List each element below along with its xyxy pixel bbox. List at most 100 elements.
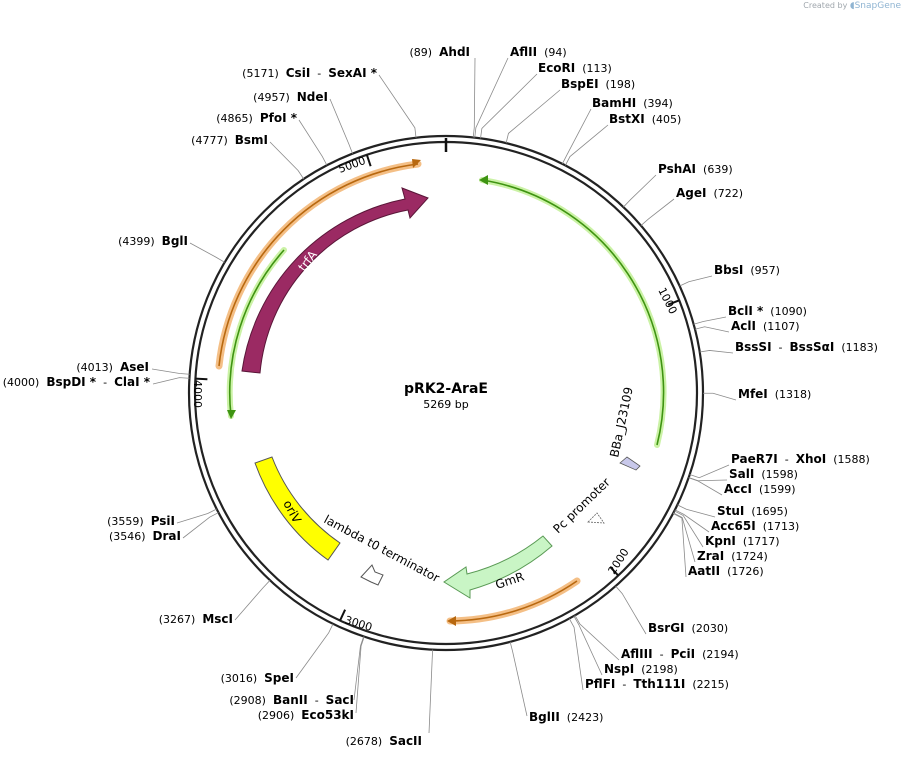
tick-mark-4000 [195,377,208,381]
site-kpni[interactable]: KpnI(1717) [705,534,779,548]
leader-acci [688,477,723,496]
site-afliii-position: (2194) [702,648,739,661]
gmr-feature[interactable] [443,535,553,599]
site-bspdi-separator: - [103,376,107,389]
site-afliii[interactable]: AflIII-PciI(2194) [621,647,739,661]
site-banii-separator: - [315,694,319,707]
site-mfei[interactable]: MfeI(1318) [738,387,811,401]
tick-label-4000: 4000 [191,380,204,408]
site-drai[interactable]: (3546)DraI [109,529,181,543]
oriv-feature[interactable] [254,456,341,561]
leader-ndei [329,98,353,154]
site-nspi[interactable]: NspI(2198) [604,662,678,676]
orange-arc-upper-head [412,159,421,168]
site-csii-position: (5171) [242,67,279,80]
site-acci[interactable]: AccI(1599) [724,482,796,496]
site-bsssi-enzyme: BssSI [735,340,772,354]
site-bglii[interactable]: BglII(2423) [529,710,603,724]
site-acc65i[interactable]: Acc65I(1713) [711,519,799,533]
leader-aflii [474,57,509,138]
leader-eco53ki [355,636,365,714]
site-pfoi[interactable]: (4865)PfoI * [216,111,297,125]
site-psii[interactable]: (3559)PsiI [107,514,175,528]
site-pflfi-enzyme: Tth111I [633,677,685,691]
site-bspei[interactable]: BspEI(198) [561,77,635,91]
site-asei[interactable]: (4013)AseI [76,360,149,374]
site-banii[interactable]: (2908)BanII-SacI [229,693,354,707]
site-bsmi[interactable]: (4777)BsmI [191,133,268,147]
site-kpni-enzyme: KpnI [705,534,736,548]
site-bspdi-position: (4000) [3,376,40,389]
green-arc-right-core [481,179,665,446]
leader-paer7i [689,464,730,479]
site-acli[interactable]: AclI(1107) [731,319,800,333]
leader-bamhi [561,108,592,165]
site-pshai[interactable]: PshAI(639) [658,162,733,176]
site-pflfi[interactable]: PflFI-Tth111I(2215) [585,677,729,691]
site-csii[interactable]: (5171)CsiI-SexAI * [242,66,378,80]
site-psii-position: (3559) [107,515,144,528]
site-eco53ki[interactable]: (2906)Eco53kI [258,708,354,722]
site-bbsi[interactable]: BbsI(957) [714,263,780,277]
site-bspdi[interactable]: (4000)BspDI *-ClaI * [3,375,151,389]
site-ahdi[interactable]: (89)AhdI [410,45,470,59]
site-bgli[interactable]: (4399)BglI [118,234,188,248]
lambda-t0-terminator-feature[interactable] [360,564,384,586]
site-bstxi[interactable]: BstXI(405) [609,112,681,126]
site-bsssi-separator: - [779,341,783,354]
site-paer7i[interactable]: PaeR7I-XhoI(1588) [731,452,870,466]
site-aflii[interactable]: AflII(94) [510,45,567,59]
site-sali[interactable]: SalI(1598) [729,467,798,481]
site-acci-enzyme: AccI [724,482,752,496]
site-aatii-enzyme: AatII [688,564,720,578]
leader-psii [176,508,217,524]
site-afliii-separator: - [660,648,664,661]
site-bsrgi-position: (2030) [692,622,729,635]
site-agei[interactable]: AgeI(722) [676,186,743,200]
site-spei-enzyme: SpeI [264,671,294,685]
site-bgli-enzyme: BglI [162,234,188,248]
site-spei[interactable]: (3016)SpeI [221,671,294,685]
site-banii-enzyme: BanII [273,693,308,707]
site-bsssi[interactable]: BssSI-BssSαI(1183) [735,340,878,354]
site-aatii[interactable]: AatII (1726) [688,564,764,578]
site-bamhi-enzyme: BamHI [592,96,636,110]
site-asei-enzyme: AseI [120,360,149,374]
site-aatii-position: (1726) [727,565,764,578]
leader-bspdi [152,377,190,385]
leader-nspi [573,615,603,676]
site-bspei-position: (198) [606,78,636,91]
leader-aatii [672,513,687,578]
site-zrai-position: (1724) [731,550,768,563]
site-msci[interactable]: (3267)MscI [159,612,233,626]
site-stui-enzyme: StuI [717,504,744,518]
leader-agei [640,198,675,226]
site-bstxi-position: (405) [652,113,682,126]
site-bamhi-position: (394) [643,97,673,110]
site-mfei-enzyme: MfeI [738,387,768,401]
site-bsssi-position: (1183) [841,341,878,354]
site-eco53ki-enzyme: Eco53kI [301,708,354,722]
site-bcli[interactable]: BclI *(1090) [728,304,807,318]
site-stui[interactable]: StuI(1695) [717,504,788,518]
site-bsrgi[interactable]: BsrGI(2030) [648,621,728,635]
leader-msci [234,580,271,621]
trfa-feature[interactable] [241,187,429,374]
site-ecori[interactable]: EcoRI(113) [538,61,612,75]
site-zrai[interactable]: ZraI(1724) [697,549,768,563]
site-sacii[interactable]: (2678)SacII [346,734,422,748]
site-csii-enzyme: CsiI [286,66,311,80]
leader-bsssi [699,350,734,354]
leader-bgli [189,242,225,263]
bba-j23109-feature[interactable] [619,456,641,471]
site-acli-position: (1107) [763,320,800,333]
site-ndei[interactable]: (4957)NdeI [253,90,328,104]
leader-bstxi [564,124,609,166]
leader-pshai [623,174,657,208]
leader-bsrgi [615,585,647,635]
leader-bglii [509,641,528,717]
site-ecori-position: (113) [582,62,612,75]
site-bamhi[interactable]: BamHI (394) [592,96,673,110]
pc-promoter-feature[interactable] [587,512,605,524]
